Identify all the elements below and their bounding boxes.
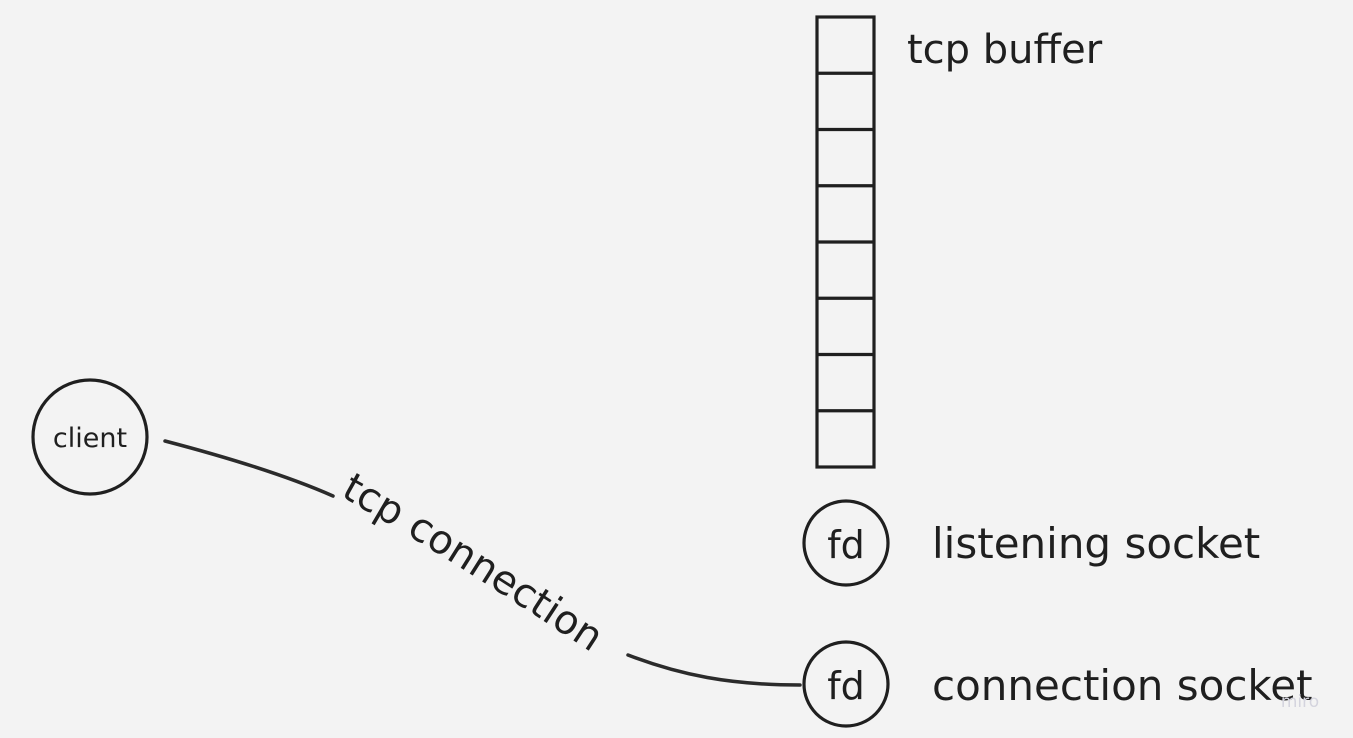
tcp-connection-edge: tcp connection bbox=[163, 439, 802, 687]
miro-watermark: miro bbox=[1281, 692, 1319, 712]
tcp-connection-line-start bbox=[163, 439, 335, 498]
listening-socket-node: fd bbox=[802, 499, 890, 587]
connection-socket-node: fd bbox=[802, 640, 890, 728]
listening-socket-label: listening socket bbox=[932, 519, 1260, 568]
listening-socket-circle bbox=[802, 499, 890, 587]
tcp-connection-label-path: tcp connection bbox=[335, 464, 611, 660]
tcp-buffer-slots bbox=[817, 71, 874, 413]
client-node: client bbox=[31, 378, 149, 496]
tcp-connection-label: tcp connection bbox=[335, 464, 611, 660]
client-node-label: client bbox=[53, 423, 127, 454]
client-node-circle bbox=[31, 378, 149, 496]
connection-socket-circle bbox=[802, 640, 890, 728]
connection-socket-label: connection socket bbox=[932, 661, 1313, 710]
tcp-connection-line-end bbox=[626, 653, 802, 687]
listening-socket-fd-label: fd bbox=[827, 523, 865, 567]
tcp-buffer bbox=[815, 15, 876, 469]
tcp-buffer-label: tcp buffer bbox=[907, 27, 1103, 73]
connection-socket-fd-label: fd bbox=[827, 664, 865, 708]
